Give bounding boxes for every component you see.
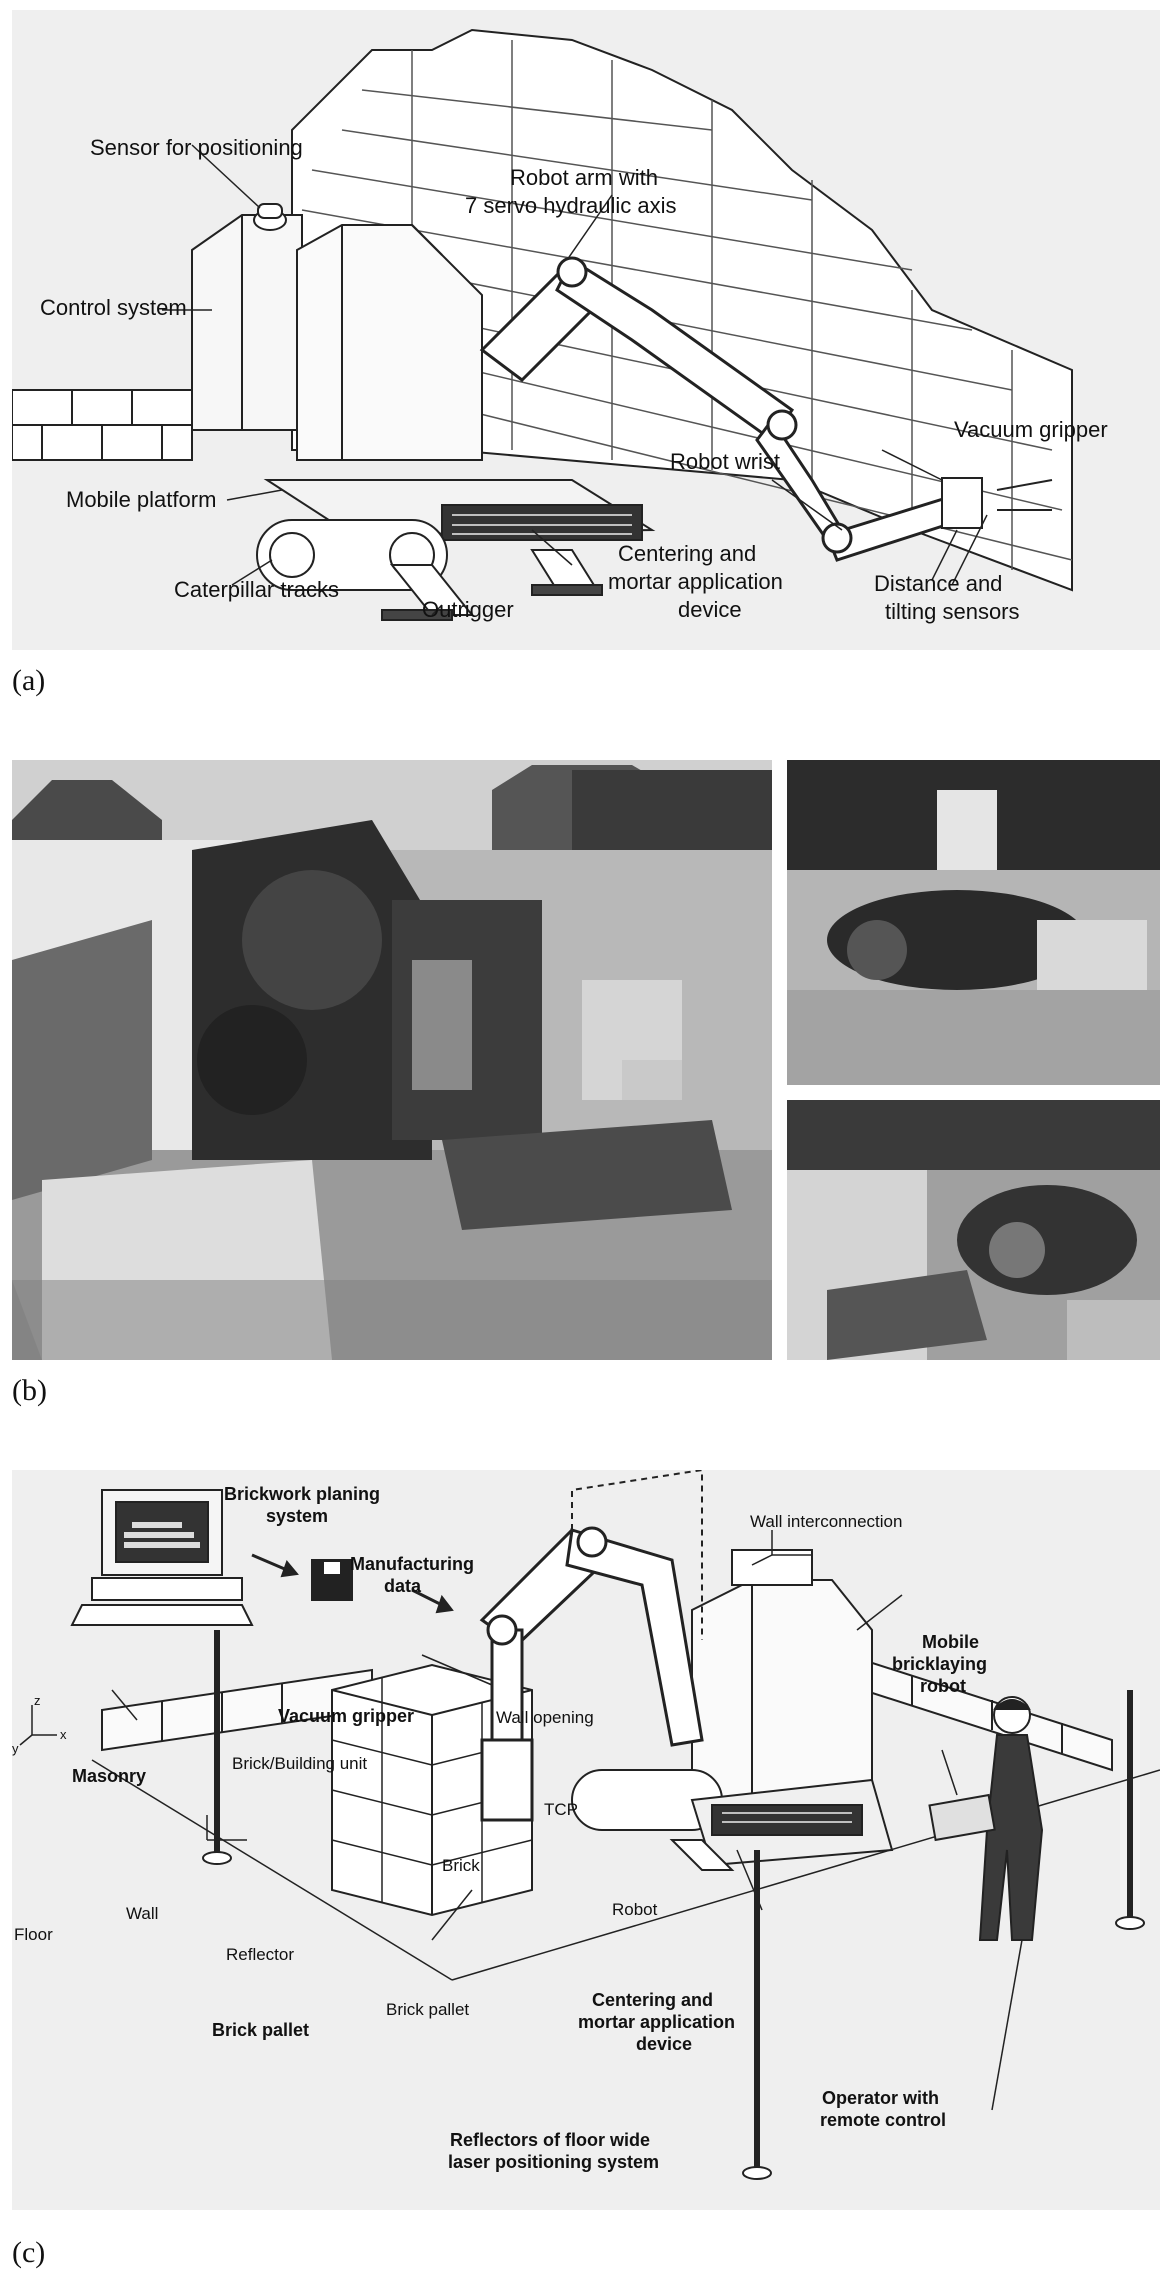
axis-label-y: y [12, 1741, 19, 1756]
label-reflector: Reflector [226, 1945, 295, 1964]
label-brick-building-unit: Brick/Building unit [232, 1754, 368, 1773]
label-wall-opening: Wall opening [496, 1708, 594, 1727]
label-centering-c-line3: device [636, 2034, 693, 2054]
label-centering-c-line2: mortar application [578, 2012, 736, 2032]
diagram-panel-c: Brickwork planing system Manufacturing d… [12, 1470, 1160, 2210]
label-brick-pallet-1: Brick pallet [212, 2020, 310, 2040]
label-tcp: TCP [544, 1800, 578, 1819]
label-vacuum-gripper-c: Vacuum gripper [278, 1706, 415, 1726]
label-mobile-platform: Mobile platform [66, 487, 217, 512]
label-wall: Wall [126, 1904, 159, 1923]
label-robot-arm-line1: Robot arm with [510, 165, 658, 190]
diagram-panel-a: Sensor for positioning Robot arm with 7 … [12, 10, 1160, 650]
label-control-system: Control system [40, 295, 187, 320]
label-wall-interconnection: Wall interconnection [750, 1512, 903, 1531]
label-planning-line1: Brickwork planing [224, 1484, 381, 1504]
label-mobile-robot-line2: bricklaying [892, 1654, 988, 1674]
label-masonry: Masonry [72, 1766, 147, 1786]
photo-robot-site [12, 760, 772, 1360]
label-centering-line1: Centering and [618, 541, 757, 566]
label-reflectors-line1: Reflectors of floor wide [450, 2130, 651, 2150]
caption-c: (c) [12, 2236, 46, 2269]
caption-b: (b) [12, 1374, 47, 1407]
label-outrigger: Outrigger [422, 597, 514, 622]
label-centering-line3: device [678, 597, 742, 622]
label-robot-wrist: Robot wrist [670, 449, 781, 474]
axis-label-x: x [60, 1727, 67, 1742]
label-vacuum-gripper: Vacuum gripper [954, 417, 1108, 442]
label-robot-arm-line2: 7 servo hydraulic axis [465, 193, 677, 218]
label-manufacturing-line2: data [384, 1576, 422, 1596]
label-planning-line2: system [266, 1506, 329, 1526]
label-centering-line2: mortar application [608, 569, 783, 594]
label-centering-c-line1: Centering and [592, 1990, 714, 2010]
label-mobile-robot-line1: Mobile [922, 1632, 979, 1652]
caption-a: (a) [12, 664, 46, 697]
photo-arm-closeup-top [787, 760, 1160, 1085]
label-mobile-robot-line3: robot [920, 1676, 966, 1696]
axis-label-z: z [34, 1693, 41, 1708]
label-operator-line2: remote control [820, 2110, 947, 2130]
bricklaying-robot-drawing [12, 28, 1073, 621]
label-manufacturing-line1: Manufacturing [350, 1554, 474, 1574]
photo-arm-closeup-bottom [787, 1100, 1160, 1360]
label-distance-line2: tilting sensors [885, 599, 1020, 624]
robot-system-overview-drawing [19, 1470, 1160, 2180]
label-brick-pallet-2: Brick pallet [386, 2000, 470, 2019]
label-sensor-positioning: Sensor for positioning [90, 135, 303, 160]
label-caterpillar-tracks: Caterpillar tracks [174, 577, 340, 602]
label-floor: Floor [14, 1925, 53, 1944]
label-distance-line1: Distance and [874, 571, 1003, 596]
label-operator-line1: Operator with [822, 2088, 940, 2108]
label-reflectors-line2: laser positioning system [448, 2152, 660, 2172]
photo-panel-b [12, 760, 1160, 1360]
label-robot: Robot [612, 1900, 658, 1919]
label-brick: Brick [442, 1856, 480, 1875]
